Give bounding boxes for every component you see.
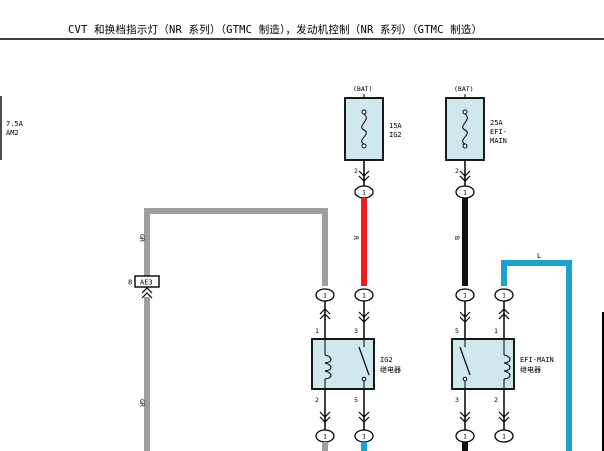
gray-wire	[144, 208, 328, 451]
relay-efi-out-junction-2: 1	[502, 433, 506, 441]
relay-ig2-pin-bottom-1: 2	[315, 396, 319, 404]
relay-ig2-label2: 继电器	[380, 365, 401, 374]
relay-ig2-in-junction-1: 1	[323, 292, 327, 300]
relay-efi-label2: 继电器	[520, 365, 541, 374]
fuse-ig2: (BAT) 15A IG2 2 1	[344, 85, 402, 199]
relay-efi-in-junction-2: 1	[502, 292, 506, 300]
relay-efi-out-junction-1: 1	[463, 433, 467, 441]
red-wire-color-code: R	[352, 236, 360, 240]
fuse-ig2-source: (BAT)	[353, 85, 373, 93]
relay-efi-pin-top-2: 1	[494, 327, 498, 335]
relay-efi-in-junction-1: 1	[463, 292, 467, 300]
fuse-efi-pin: 2	[455, 167, 459, 175]
fuse-efi-junction: 1	[463, 189, 467, 197]
relay-ig2-pin-top-2: 3	[354, 327, 358, 335]
fuse-ig2-amp: 15A	[389, 122, 402, 130]
relay-ig2-label: IG2	[380, 356, 393, 364]
blue-wire-color-code: L	[537, 252, 541, 260]
fuse-ig2-name: IG2	[389, 131, 402, 139]
connector-pin: 8	[128, 279, 132, 287]
gray-wire-color-code-top: GR	[138, 234, 146, 242]
relay-ig2-pin-bottom-2: 5	[354, 396, 358, 404]
relay-ig2-out-junction-1: 1	[323, 433, 327, 441]
left-fuse-amp: 7.5A	[6, 120, 24, 128]
relay-ig2-pin-top-1: 1	[315, 327, 319, 335]
fuse-ig2-junction: 1	[362, 189, 366, 197]
fuse-efi-main: (BAT) 25A EFI- MAIN 2 1	[445, 85, 507, 199]
page-title: CVT 和换档指示灯（NR 系列）（GTMC 制造），发动机控制（NR 系列）（…	[68, 24, 483, 36]
gray-wire-color-code-bottom: GR	[138, 399, 146, 407]
fuse-efi-name2: MAIN	[490, 137, 507, 145]
black-wire-color-code: B	[453, 236, 461, 240]
connector-ae3: AE3 8	[128, 275, 160, 299]
relay-ig2-out-junction-2: 1	[362, 433, 366, 441]
fuse-efi-name: EFI-	[490, 128, 507, 136]
relay-efi-label: EFI-MAIN	[520, 356, 554, 364]
relay-efi-pin-top-1: 5	[455, 327, 459, 335]
relay-efi-pin-bottom-2: 2	[494, 396, 498, 404]
red-wire	[361, 198, 367, 286]
connector-id: AE3	[140, 279, 153, 287]
black-wire	[462, 198, 468, 286]
fuse-ig2-pin: 2	[354, 167, 358, 175]
fuse-efi-amp: 25A	[490, 119, 503, 127]
fuse-efi-source: (BAT)	[454, 85, 474, 93]
relay-ig2-in-junction-2: 1	[362, 292, 366, 300]
left-fuse-name: AM2	[6, 129, 19, 137]
relay-efi-pin-bottom-1: 3	[455, 396, 459, 404]
blue-wire	[501, 260, 572, 451]
relay-ig2: 1 1 1 3 IG2 继电器 2 5 1 1	[311, 288, 401, 451]
relay-efi-main: 1 1 5 1 EFI-MAIN 继电器 3 2 1 1	[451, 288, 554, 451]
